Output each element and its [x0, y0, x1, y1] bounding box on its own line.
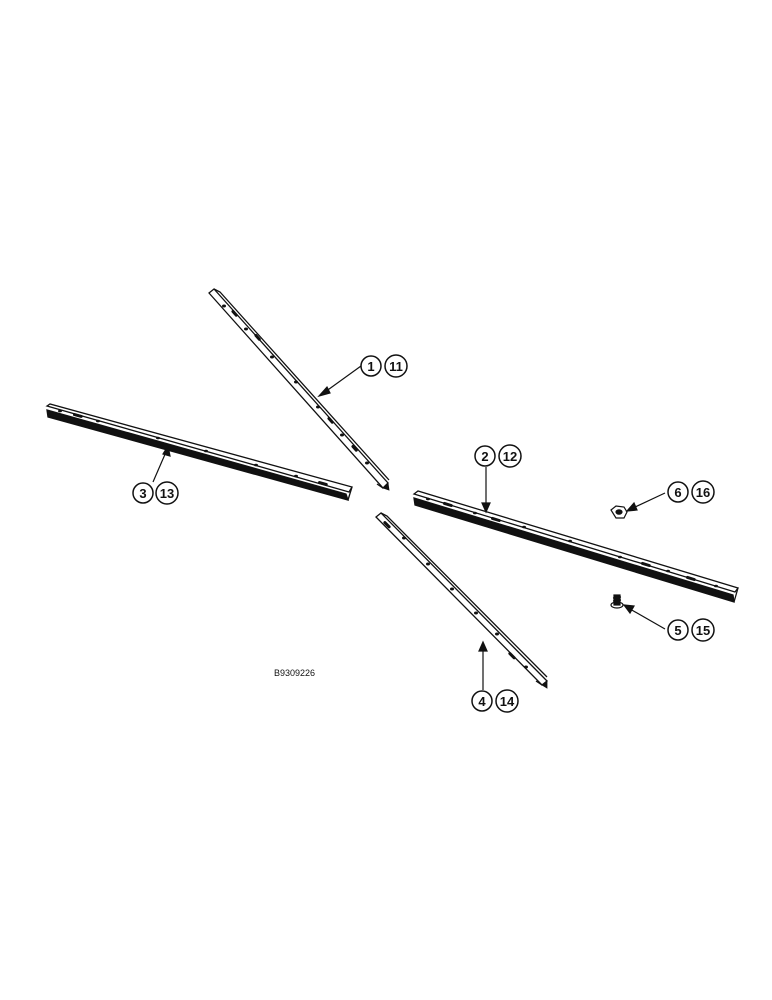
callout-number: 3: [139, 486, 146, 501]
angle-rail-left: [45, 403, 353, 501]
callout-number: 1: [367, 359, 374, 374]
callout-5-15: 5 15: [667, 618, 715, 642]
callout-number: 2: [481, 449, 488, 464]
callout-number: 16: [696, 485, 710, 500]
callout-number: 15: [696, 623, 710, 638]
callout-number: 14: [500, 694, 515, 709]
callout-number: 5: [674, 623, 681, 638]
callout-number: 4: [478, 694, 486, 709]
leader-lines: [152, 365, 666, 690]
bolt-icon: [610, 594, 624, 609]
angle-rail-lower: [375, 512, 548, 689]
callout-number: 6: [674, 485, 681, 500]
angle-rail-right: [412, 490, 740, 603]
callout-3-13: 3 13: [132, 481, 179, 505]
callout-number: 12: [503, 449, 517, 464]
callout-number: 13: [160, 486, 174, 501]
callout-number: 11: [389, 359, 403, 374]
angle-rail-upper-left: [208, 288, 390, 491]
drawing-reference-code: B9309226: [274, 668, 315, 678]
callout-6-16: 6 16: [667, 480, 715, 504]
nut-icon: [610, 505, 628, 519]
callout-2-12: 2 12: [474, 444, 522, 468]
callout-1-11: 1 11: [360, 354, 408, 378]
callout-4-14: 4 14: [471, 689, 519, 713]
